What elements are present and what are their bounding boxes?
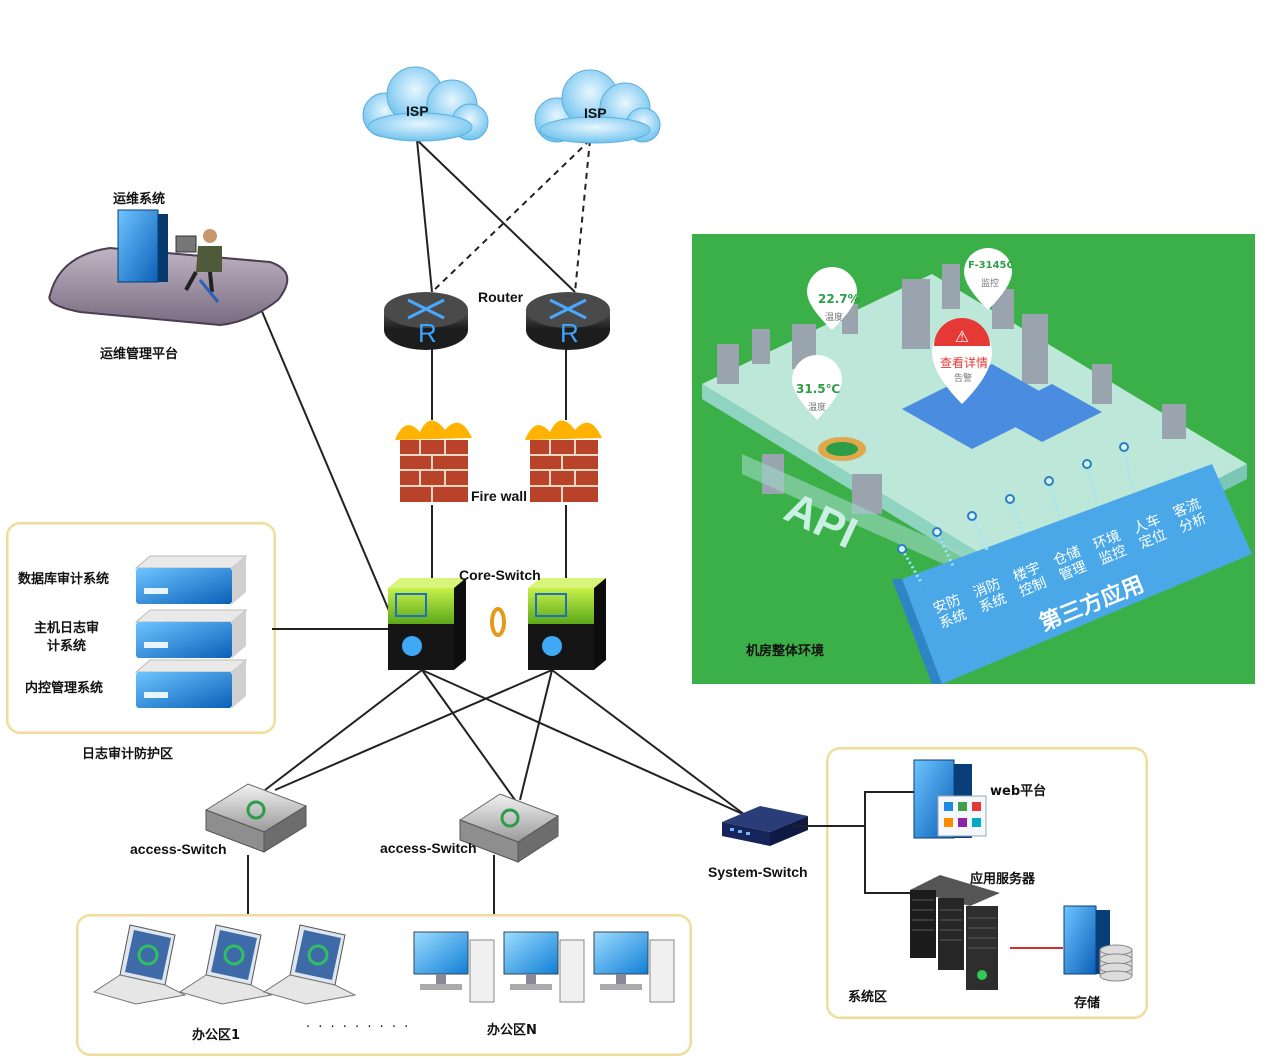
sensor-temperature-pin [792, 355, 842, 420]
isp-2-label: ISP [584, 105, 607, 121]
system-switch-icon [722, 806, 808, 846]
control-mgmt-label: 内控管理系统 [25, 681, 104, 696]
access-switch-1-icon [204, 783, 308, 853]
access-switch-2-label: access-Switch [380, 840, 477, 856]
web-platform-label: web平台 [990, 784, 1047, 799]
datacenter-panel: ⚠ 22.7% 温度 F-3145C 监控 31.5℃ 温度 查看详情 告警 A… [692, 234, 1255, 684]
sensor-monitor-label: 监控 [981, 279, 1000, 289]
isp-1-label: ISP [406, 103, 429, 119]
router-label: Router [478, 289, 524, 305]
office-zone-1-label: 办公区1 [192, 1028, 241, 1043]
firewall-label: Fire wall [471, 488, 528, 504]
core-switch-2-icon [528, 578, 606, 670]
datacenter-illustration: ⚠ [702, 248, 1252, 684]
sensor-humidity-pin [807, 267, 857, 330]
system-switch-label: System-Switch [708, 864, 808, 880]
system-zone-label: 系统区 [848, 990, 888, 1005]
sensor-humidity-label: 温度 [825, 313, 844, 323]
router-2-glyph: R [560, 318, 579, 348]
isp-cloud-2 [534, 69, 661, 144]
router-2-icon [526, 292, 610, 350]
access-switch-1-label: access-Switch [130, 841, 227, 857]
app-server-label: 应用服务器 [970, 872, 1036, 887]
ops-platform-icon [48, 209, 289, 327]
datacenter-caption: 机房整体环境 [746, 644, 825, 659]
router-1-icon [384, 292, 468, 350]
sensor-temperature-value: 31.5℃ [796, 382, 841, 396]
firewall-1-icon [395, 420, 472, 502]
alert-sub: 告警 [954, 374, 973, 384]
core-switch-1-icon [388, 578, 466, 670]
router-1-glyph: R [418, 318, 437, 348]
sensor-monitor-value: F-3145C [968, 260, 1014, 271]
audit-zone-label: 日志审计防护区 [82, 747, 174, 762]
ops-system-title: 运维系统 [113, 192, 166, 207]
alert-pin: ⚠ [932, 318, 992, 404]
isp-cloud-1 [362, 66, 489, 142]
db-audit-label: 数据库审计系统 [18, 572, 110, 587]
office-dots: · · · · · · · · · [306, 1020, 411, 1035]
access-switch-2-icon [458, 793, 560, 863]
firewall-2-icon [525, 420, 602, 502]
stack-link-icon [490, 607, 506, 637]
host-audit-label: 主机日志审 计系统 [34, 621, 100, 654]
sensor-humidity-value: 22.7% [818, 292, 860, 306]
office-zone-n-label: 办公区N [487, 1023, 537, 1038]
core-switch-label: Core-Switch [459, 567, 541, 583]
alert-title: 查看详情 [940, 356, 989, 370]
svg-text:⚠: ⚠ [955, 327, 969, 346]
ops-platform-label: 运维管理平台 [100, 347, 179, 362]
sensor-temperature-label: 温度 [808, 403, 827, 413]
app-platform [892, 464, 1252, 684]
storage-label: 存储 [1074, 996, 1101, 1011]
sensor-monitor-pin [964, 248, 1012, 310]
